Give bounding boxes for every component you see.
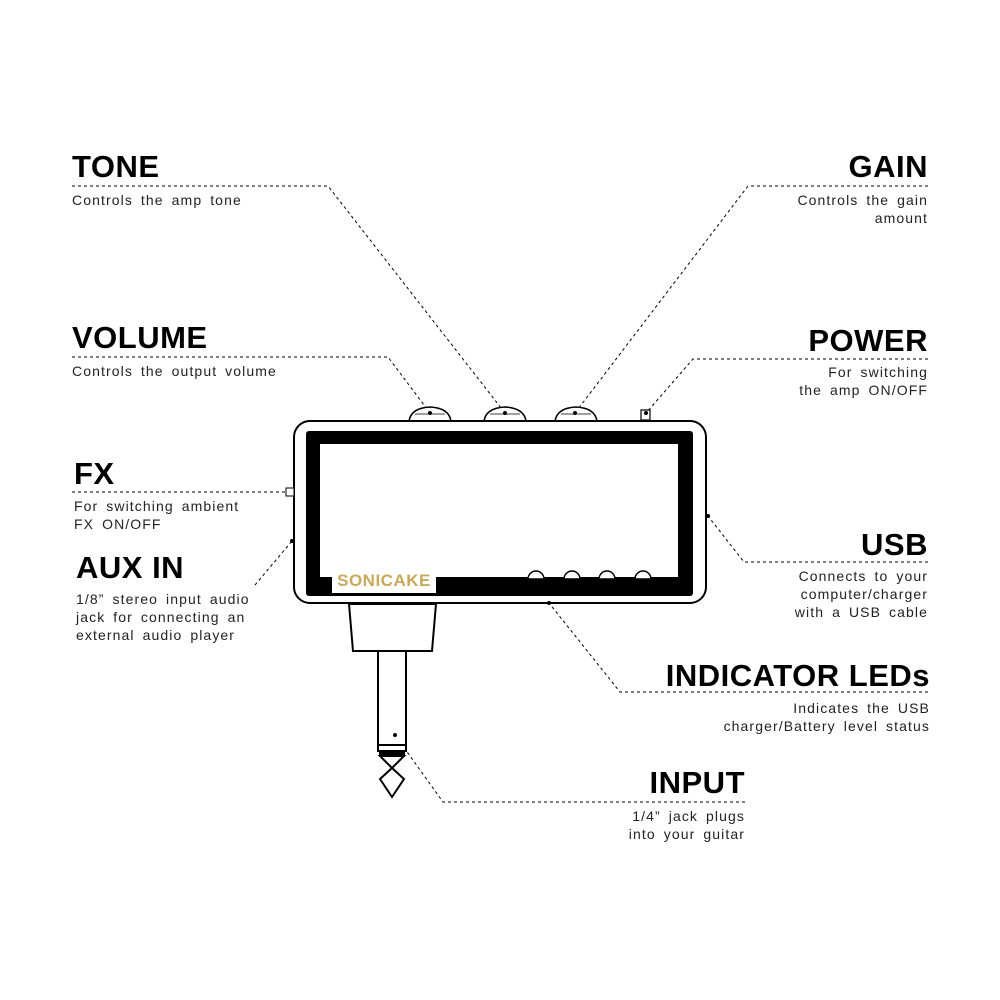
volume-leader — [72, 356, 431, 414]
led-3-icon — [598, 570, 616, 580]
jack-shaft — [377, 650, 407, 752]
jack-tip — [377, 755, 407, 770]
gain-title: GAIN — [848, 149, 928, 184]
jack-point — [378, 766, 406, 799]
power-leader — [645, 358, 928, 414]
gain-desc: Controls the gain amount — [797, 192, 928, 226]
input-desc: 1/4” jack plugs into your guitar — [628, 808, 745, 842]
label-fx: FX — [322, 488, 335, 499]
aux-title: AUX IN — [76, 550, 185, 585]
leds-leader — [548, 602, 928, 693]
input-title: INPUT — [649, 765, 745, 800]
amp-face-inner — [320, 444, 678, 577]
brand-panel — [332, 565, 436, 593]
tone-title: TONE — [72, 149, 160, 184]
led-1-icon — [527, 570, 545, 580]
label-volume: VOLUME — [419, 446, 462, 457]
label-fx-off: OFF — [322, 481, 332, 487]
usb-desc: Connects to your computer/charger with a… — [794, 568, 928, 620]
tone-desc: Controls the amp tone — [72, 192, 242, 208]
power-title: POWER — [808, 323, 928, 358]
volume-title: VOLUME — [72, 320, 208, 355]
usb-title: USB — [861, 527, 928, 562]
label-gain: GAIN — [568, 446, 593, 457]
power-desc: For switching the amp ON/OFF — [799, 364, 928, 398]
usb-leader — [707, 515, 928, 563]
brand-logo: SONICAKE — [337, 571, 431, 590]
label-usb: USB — [657, 514, 678, 525]
aux-leader — [254, 540, 293, 586]
leader-lines — [72, 185, 928, 803]
label-phones: PHONES — [358, 446, 401, 457]
input-leader — [394, 734, 745, 803]
leds-title: INDICATOR LEDs — [665, 658, 930, 693]
leds-desc: Indicates the USB charger/Battery level … — [723, 700, 930, 734]
label-aux: AUX — [322, 534, 343, 545]
aux-desc: 1/8” stereo input audio jack for connect… — [76, 591, 250, 643]
gain-leader — [574, 185, 928, 414]
led-4-icon — [634, 570, 652, 580]
label-fx-on: ON — [322, 501, 330, 507]
jack-housing — [347, 603, 438, 652]
volume-desc: Controls the output volume — [72, 363, 277, 379]
tone-leader — [72, 185, 506, 414]
fx-title: FX — [74, 456, 115, 491]
led-2-icon — [563, 570, 581, 580]
fx-desc: For switching ambient FX ON/OFF — [74, 498, 240, 532]
indicator-leds — [527, 570, 652, 580]
fx-switch-icon — [285, 487, 295, 497]
label-tone: TONE — [495, 446, 523, 457]
label-power: POWER — [617, 446, 656, 457]
